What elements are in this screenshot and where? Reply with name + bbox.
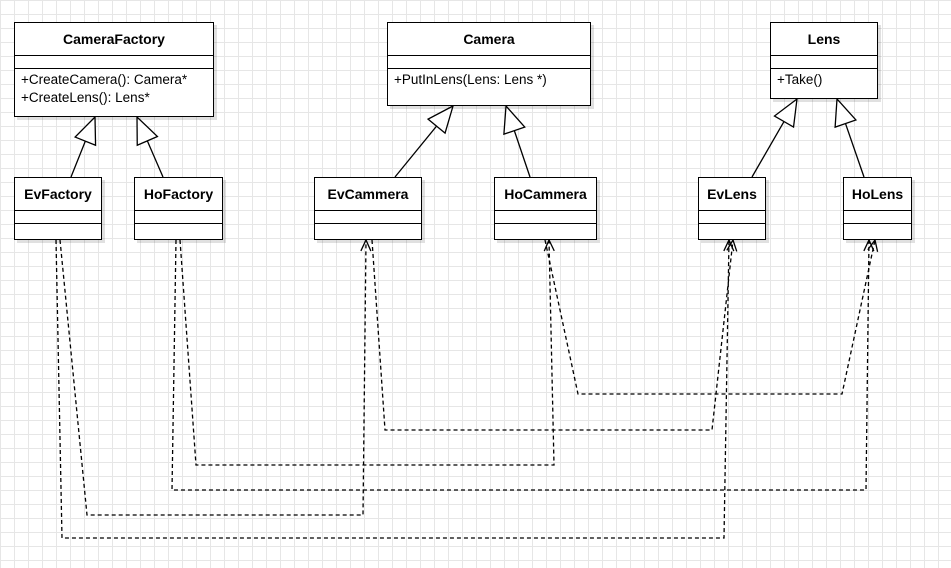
generalization-line — [70, 140, 86, 178]
class-name: EvFactory — [15, 178, 101, 211]
class-name: EvCammera — [315, 178, 421, 211]
generalization-arrowhead — [503, 104, 526, 136]
class-name: Lens — [771, 23, 877, 56]
attributes-compartment — [771, 56, 877, 69]
generalization-line — [146, 140, 164, 178]
class-camera[interactable]: Camera +PutInLens(Lens: Lens *) — [387, 22, 591, 106]
attributes-compartment — [388, 56, 590, 69]
operations-compartment — [699, 224, 765, 236]
class-camera-factory[interactable]: CameraFactory +CreateCamera(): Camera* +… — [14, 22, 214, 117]
class-name: HoLens — [844, 178, 911, 211]
class-name: HoCammera — [495, 178, 596, 211]
dependency-arrowhead — [863, 238, 875, 252]
dependency-line — [179, 239, 555, 466]
generalization-line — [751, 121, 785, 178]
operations-compartment: +Take() — [771, 69, 877, 89]
operations-compartment: +PutInLens(Lens: Lens *) — [388, 69, 590, 89]
operations-compartment — [315, 224, 421, 236]
dependency-arrowhead — [723, 238, 735, 252]
generalization-arrowhead — [834, 97, 858, 129]
class-ho-factory[interactable]: HoFactory — [134, 177, 223, 240]
class-ev-factory[interactable]: EvFactory — [14, 177, 102, 240]
class-ho-cammera[interactable]: HoCammera — [494, 177, 597, 240]
operations-compartment — [15, 224, 101, 236]
dependency-line — [371, 239, 734, 431]
class-name: HoFactory — [135, 178, 222, 211]
attributes-compartment — [315, 211, 421, 224]
dependency-line — [544, 239, 876, 395]
attributes-compartment — [15, 56, 213, 69]
operations-compartment — [495, 224, 596, 236]
attributes-compartment — [699, 211, 765, 224]
class-ev-lens[interactable]: EvLens — [698, 177, 766, 240]
dependency-line — [59, 239, 367, 516]
generalization-line — [844, 123, 865, 178]
operation: +Take() — [777, 72, 823, 87]
dependency-arrowhead — [543, 238, 555, 252]
operation: +PutInLens(Lens: Lens *) — [394, 72, 547, 87]
attributes-compartment — [15, 211, 101, 224]
operation: +CreateCamera(): Camera* — [21, 72, 188, 87]
class-name: Camera — [388, 23, 590, 56]
class-ho-lens[interactable]: HoLens — [843, 177, 912, 240]
operations-compartment — [135, 224, 222, 236]
operations-compartment — [844, 224, 911, 236]
class-name: CameraFactory — [15, 23, 213, 56]
attributes-compartment — [495, 211, 596, 224]
attributes-compartment — [135, 211, 222, 224]
class-name: EvLens — [699, 178, 765, 211]
dependency-line — [171, 239, 870, 491]
dependency-arrowhead — [360, 238, 372, 252]
dependency-arrowhead — [726, 238, 738, 252]
attributes-compartment — [844, 211, 911, 224]
generalization-arrowhead — [73, 115, 97, 147]
generalization-arrowhead — [136, 115, 159, 147]
class-ev-cammera[interactable]: EvCammera — [314, 177, 422, 240]
generalization-line — [394, 125, 438, 178]
operation: +CreateLens(): Lens* — [21, 90, 150, 105]
generalization-arrowhead — [773, 97, 798, 129]
class-lens[interactable]: Lens +Take() — [770, 22, 878, 99]
generalization-line — [513, 130, 531, 178]
dependency-line — [55, 239, 730, 539]
operations-compartment: +CreateCamera(): Camera* +CreateLens(): … — [15, 69, 213, 107]
generalization-arrowhead — [426, 104, 455, 135]
dependency-arrowhead — [867, 238, 879, 252]
